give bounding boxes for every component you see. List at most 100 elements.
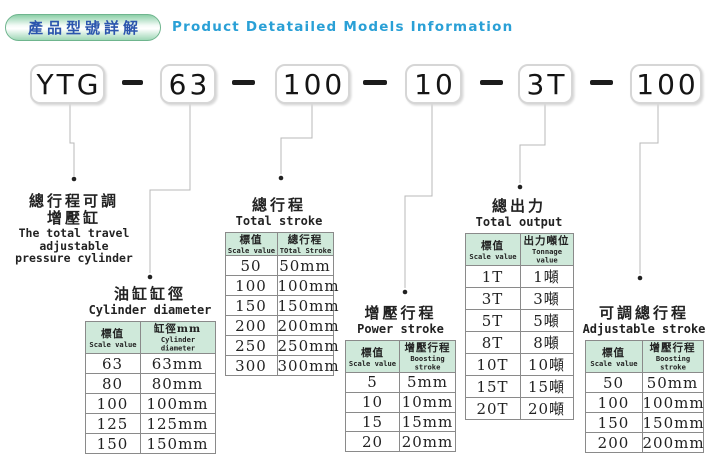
- table-cell: 250mm: [276, 335, 340, 356]
- table-cell: 20: [345, 431, 400, 453]
- table-cell: 10噸: [519, 353, 574, 376]
- table-cell: 20噸: [519, 397, 574, 420]
- col-header: 增壓行程 Boosting stroke: [399, 340, 456, 373]
- col-header-zh: 總行程: [287, 234, 323, 246]
- table-cell: 20mm: [399, 431, 456, 453]
- col-header-en: Scale value: [589, 358, 638, 368]
- table-title-en: Cylinder diameter: [88, 303, 212, 317]
- col-header: 缸徑mm Cylinder diameter: [139, 321, 216, 354]
- col-header: 出力噸位 Tonnage value: [519, 233, 574, 266]
- table-block-total-output: 總出力 Total output 標值 Scale value 出力噸位 Ton…: [460, 198, 578, 420]
- table-cell: 50: [224, 255, 278, 276]
- table-cell: 200mm: [641, 432, 705, 453]
- label-zh: 總行程可調: [28, 192, 119, 210]
- table-cell: 100mm: [276, 275, 340, 296]
- table-title-en: Power stroke: [357, 322, 444, 336]
- table-cell: 100: [584, 392, 643, 413]
- table-cell: 150mm: [641, 412, 705, 433]
- label-en: pressure cylinder: [15, 251, 133, 265]
- connector-line: [280, 104, 313, 174]
- model-segment-box: 100: [275, 64, 350, 104]
- table-cell: 10T: [464, 353, 521, 376]
- table-cell: 3噸: [519, 287, 574, 310]
- col-header-zh: 增壓行程: [404, 342, 451, 354]
- table-cell: 63: [84, 353, 141, 374]
- table-cell: 200mm: [276, 315, 340, 336]
- table-cell: 15mm: [399, 411, 456, 433]
- table-cell: 1T: [464, 265, 521, 288]
- table-title-zh: 總出力: [491, 197, 546, 215]
- table-cell: 10mm: [399, 391, 456, 413]
- table-block-adjustable-stroke: 可調總行程 Adjustable stroke 標值 Scale value 增…: [582, 305, 706, 453]
- table-cell: 8噸: [519, 331, 574, 354]
- dash-separator: [363, 80, 387, 85]
- table-cell: 80: [84, 373, 141, 394]
- table-title-en: Total stroke: [235, 214, 323, 228]
- table-title-en: Total output: [475, 215, 563, 229]
- col-header: 標值 Scale value: [345, 340, 400, 373]
- connector-dot: [278, 175, 284, 181]
- table-cell: 80mm: [139, 373, 216, 394]
- table-cell: 100mm: [641, 392, 705, 413]
- col-header: 增壓行程 Boosting stroke: [641, 340, 704, 373]
- table-cell: 150mm: [276, 295, 340, 316]
- connector-line: [639, 104, 659, 274]
- table-cell: 200: [584, 432, 643, 453]
- table-cell: 20T: [464, 397, 521, 420]
- table-cell: 100: [84, 393, 141, 414]
- table-cell: 15T: [464, 375, 521, 398]
- table-cell: 50mm: [276, 255, 334, 276]
- col-header: 標值 Scale value: [584, 340, 643, 373]
- col-header-zh: 出力噸位: [523, 235, 570, 247]
- table-cell: 50: [584, 372, 643, 393]
- badge-label: 產品型號詳解: [27, 19, 142, 37]
- table-cell: 125: [84, 413, 141, 434]
- table-cell: 8T: [464, 331, 521, 354]
- model-segment-box: YTG: [30, 64, 105, 104]
- table-cell: 150: [224, 295, 278, 316]
- label-en: adjustable: [39, 238, 109, 253]
- table-cell: 50mm: [641, 372, 704, 393]
- table-cell: 300: [224, 355, 278, 376]
- model-segment-box: 3T: [518, 64, 573, 104]
- table-cell: 63mm: [139, 353, 216, 374]
- dash-separator: [480, 80, 503, 85]
- label-en: The total travel: [18, 226, 130, 240]
- connector-dot: [402, 289, 408, 295]
- table-cell: 150: [584, 412, 643, 433]
- table-cell: 5T: [464, 309, 521, 332]
- col-header-en: Scale value: [88, 339, 137, 349]
- table-cell: 100mm: [139, 393, 216, 414]
- label-zh: 增壓缸: [46, 209, 101, 227]
- connector-line: [149, 104, 191, 273]
- table-cell: 150: [84, 433, 141, 454]
- table-cell: 250: [224, 335, 278, 356]
- connector-line: [404, 104, 433, 288]
- col-header-zh: 標值: [239, 234, 263, 246]
- model-segment-box: 100: [630, 64, 702, 104]
- col-header: 總行程 TOtal Stroke: [276, 232, 334, 256]
- table-title-en: Adjustable stroke: [582, 322, 706, 336]
- connector-dot: [71, 176, 77, 182]
- connector-dot: [147, 274, 153, 280]
